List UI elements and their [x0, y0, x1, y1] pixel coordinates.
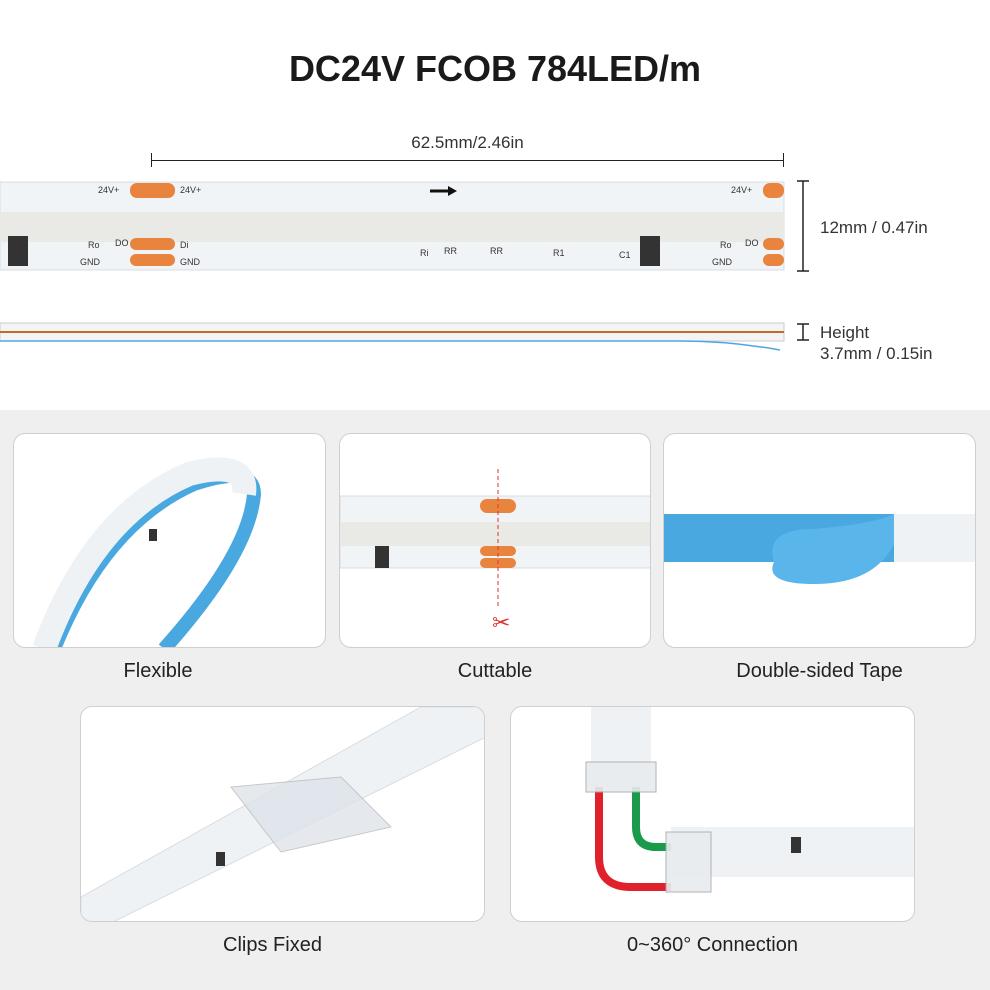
svg-text:Ro: Ro: [88, 240, 100, 250]
feature-card-cuttable: ✂: [339, 433, 651, 648]
tape-strip-image: [664, 514, 975, 584]
length-label: 62.5mm/2.46in: [411, 133, 524, 152]
svg-text:DO: DO: [115, 238, 129, 248]
svg-text:Ri: Ri: [420, 248, 429, 258]
clip-strip-image: [81, 707, 484, 921]
svg-text:Ro: Ro: [720, 240, 732, 250]
length-dimension-line: [151, 160, 784, 161]
feature-label: Double-sided Tape: [736, 660, 903, 682]
feature-card-clips: [80, 706, 485, 922]
feature-label: Cuttable: [457, 660, 533, 682]
width-label: 12mm / 0.47in: [820, 218, 928, 237]
cuttable-strip-image: ✂: [340, 469, 650, 635]
svg-text:GND: GND: [80, 257, 101, 267]
feature-label: 0~360° Connection: [627, 934, 798, 956]
flexible-strip-image: [32, 457, 262, 647]
svg-text:GND: GND: [180, 257, 201, 267]
svg-text:C1: C1: [619, 250, 631, 260]
svg-text:GND: GND: [712, 257, 733, 267]
svg-text:RR: RR: [444, 246, 457, 256]
feature-label: Clips Fixed: [223, 934, 322, 956]
feature-label: Flexible: [123, 660, 193, 682]
strip-top-view: 24V+ 24V+ 24V+ Ro DO Di GND GND Ri RR RR…: [0, 181, 785, 271]
dimension-tick: [151, 153, 152, 167]
width-dimension-bracket: [797, 180, 809, 272]
strip-side-view: [0, 322, 785, 351]
feature-card-tape: [663, 433, 976, 648]
height-label: Height: [820, 323, 870, 342]
svg-text:RR: RR: [490, 246, 503, 256]
pad-label: 24V+: [98, 185, 119, 195]
feature-card-connection: [510, 706, 915, 922]
height-dimension-bracket: [797, 323, 809, 341]
svg-text:DO: DO: [745, 238, 759, 248]
connector-image: [585, 707, 914, 893]
svg-text:Di: Di: [180, 240, 189, 250]
feature-card-flexible: [13, 433, 326, 648]
dimension-tick: [783, 153, 784, 167]
svg-text:R1: R1: [553, 248, 565, 258]
svg-text:24V+: 24V+: [180, 185, 201, 195]
height-value: 3.7mm / 0.15in: [820, 344, 933, 363]
scissors-icon: ✂: [492, 610, 510, 635]
svg-text:24V+: 24V+: [731, 185, 752, 195]
page-title: DC24V FCOB 784LED/m: [288, 48, 702, 89]
